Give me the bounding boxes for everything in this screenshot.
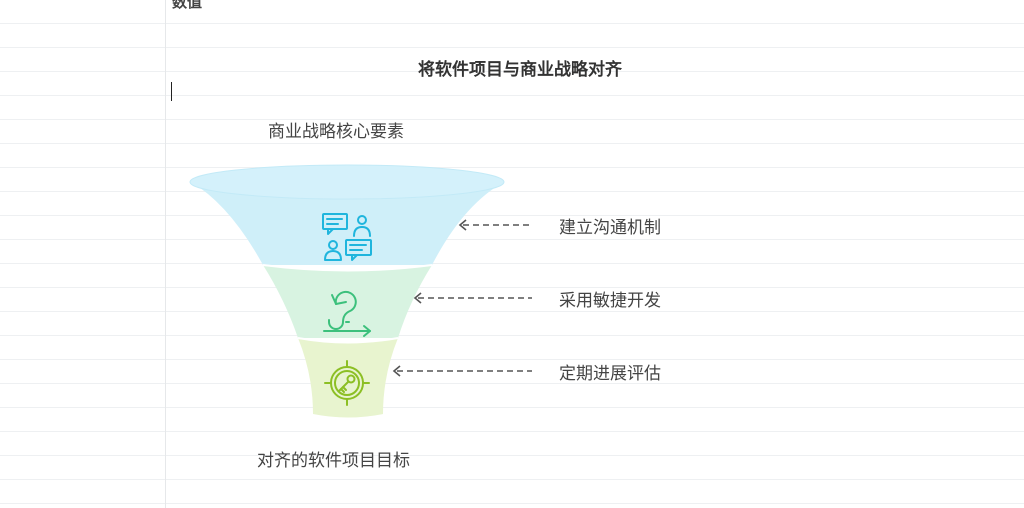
- funnel-bottom-label: 对齐的软件项目目标: [257, 451, 410, 471]
- funnel-divider-2: [297, 337, 399, 344]
- funnel-divider-1: [262, 264, 433, 272]
- stage-arrow-3: [392, 365, 532, 377]
- funnel-top-label: 商业战略核心要素: [268, 122, 404, 142]
- stage-label-agile: 采用敏捷开发: [559, 291, 661, 311]
- previous-line-text: 数值: [172, 0, 203, 11]
- stage-arrow-1: [458, 219, 532, 231]
- text-cursor: [171, 82, 172, 101]
- agile-cycle-icon: [323, 290, 371, 337]
- diagram-title: 将软件项目与商业战略对齐: [418, 60, 622, 80]
- funnel-stage-2: [263, 265, 432, 338]
- stage-label-review: 定期进展评估: [559, 364, 661, 384]
- stage-arrow-2: [413, 292, 532, 304]
- people-chat-icon: [322, 213, 372, 261]
- page-margin-line: [165, 0, 166, 508]
- funnel-opening: [189, 164, 505, 200]
- stage-label-communication: 建立沟通机制: [559, 218, 661, 238]
- target-key-icon: [324, 360, 370, 406]
